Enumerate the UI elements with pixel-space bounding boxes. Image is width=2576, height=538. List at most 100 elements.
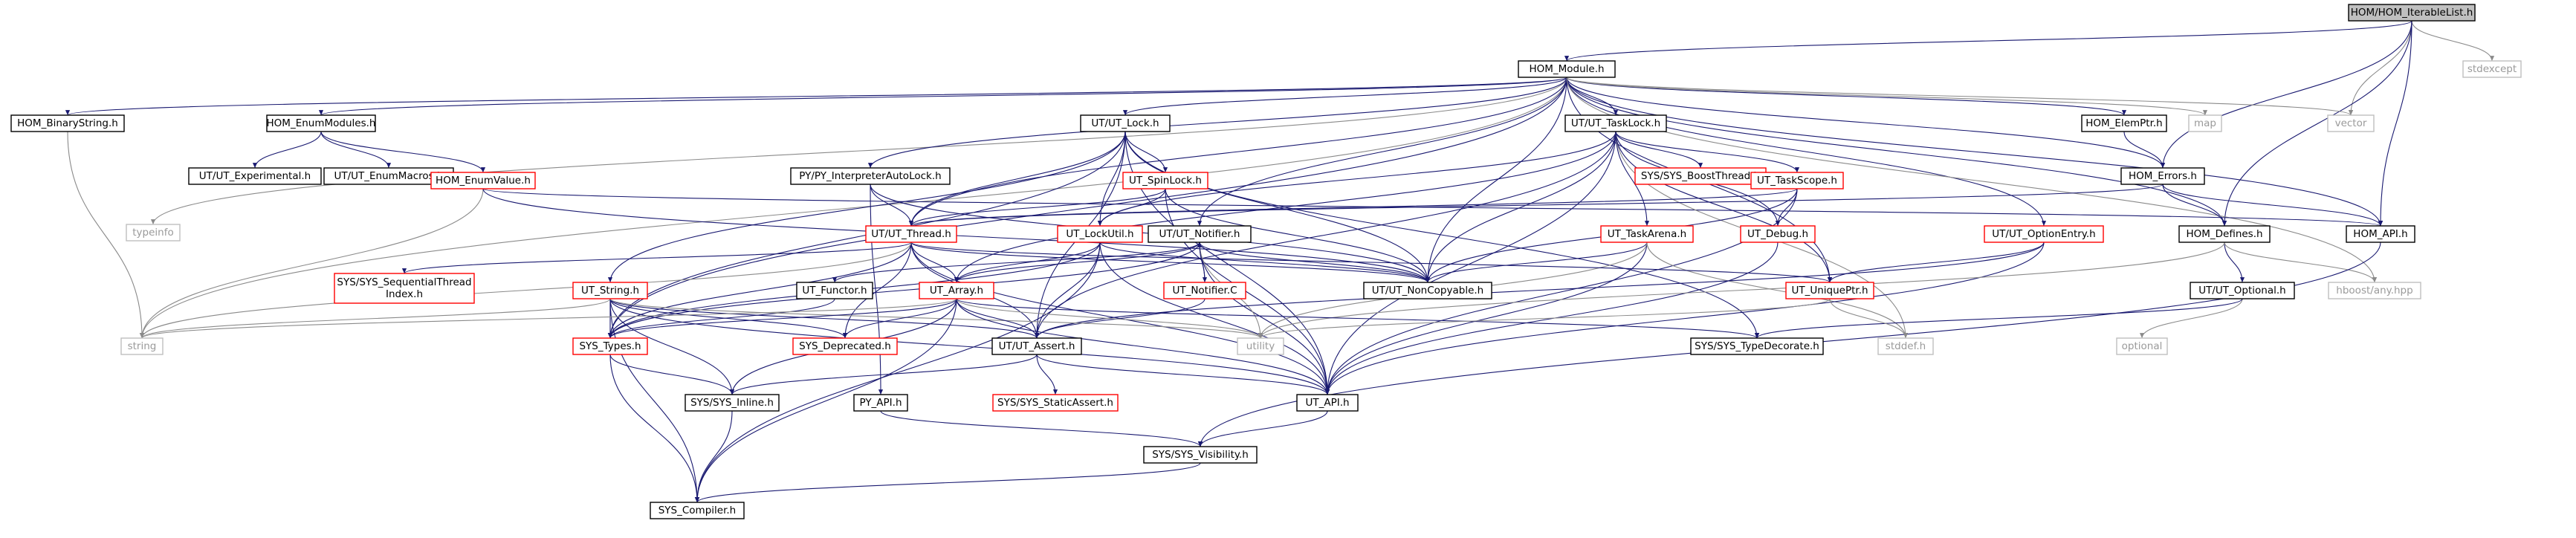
node-box [1750,172,1844,189]
node-label: HOM_BinaryString.h [17,117,118,129]
node-ut-spinlock[interactable]: UT_SpinLock.h [1122,172,1208,189]
node-ut-taskscope[interactable]: UT_TaskScope.h [1750,172,1844,189]
node-label: UT_String.h [581,285,639,296]
edge-arrow [1036,354,1058,395]
node-box [120,337,164,355]
node-sys-compiler[interactable]: SYS_Compiler.h [650,502,745,519]
edge-hom_enummodules-to-ut_experimental [252,131,322,169]
edge-hom_module-to-hom_api [1566,77,2384,227]
edge-root-to-vector [2348,20,2412,116]
node-ut-functor[interactable]: UT_Functor.h [796,282,873,299]
edge-arrow [320,131,486,173]
node-hom-api[interactable]: HOM_API.h [2346,225,2415,243]
edge-arrow [908,77,1567,227]
node-hom-defines[interactable]: HOM_Defines.h [2178,225,2271,243]
node-label: HOM_Errors.h [2129,170,2197,182]
node-ut-string[interactable]: UT_String.h [572,282,648,299]
node-hom-enumvalue[interactable]: HOM_EnumValue.h [430,172,536,189]
node-sys-deprecated[interactable]: SYS_Deprecated.h [792,337,898,355]
node-ut-array[interactable]: UT_Array.h [919,282,994,299]
edge-ut_tasklock-to-ut_taskscope [1615,131,1800,173]
edge-ut_optionentry-to-ut_assert [1035,242,2045,339]
node-ut-optional[interactable]: UT/UT_Optional.h [2190,282,2295,299]
edge-ut_array-to-ut_api [956,298,1330,395]
edge-hom_module-to-hom_elemptr [1566,77,2126,116]
edge-arrow [880,410,1203,447]
edge-ut_tasklock-to-ut_lockutil [1097,131,1617,227]
node-ut-lock[interactable]: UT/UT_Lock.h [1080,114,1171,132]
node-ut-notifier[interactable]: UT/UT_Notifier.h [1148,225,1252,243]
edge-ut_taskscope-to-ut_thread [909,188,1798,227]
node-hom-errors[interactable]: HOM_Errors.h [2120,167,2205,185]
edge-arrow [1258,298,1831,339]
edge-arrow [609,354,700,503]
edge-ut_notifier_c-to-ut_notifier [1197,242,1206,283]
node-ut-notifier-c[interactable]: UT_Notifier.C [1163,282,1246,299]
node-py-interp[interactable]: PY/PY_InterpreterAutoLock.h [790,167,951,185]
edge-hom_module-to-py_interp [868,77,1567,169]
node-sys-typedecorate[interactable]: SYS/SYS_TypeDecorate.h [1690,337,1824,355]
edge-arrow [608,298,957,339]
node-ut-taskarena[interactable]: UT_TaskArena.h [1600,225,1694,243]
edge-hom_module-to-hom_enummodules [319,77,1567,116]
node-sys-boostthread[interactable]: SYS/SYS_BoostThread.h [1634,167,1767,185]
edge-hom_defines-to-ut_optional [2224,242,2245,283]
node-hboost-any: hboost/any.hpp [2328,282,2421,299]
node-ut-experimental[interactable]: UT/UT_Experimental.h [188,167,322,185]
node-ut-tasklock[interactable]: UT/UT_TaskLock.h [1564,114,1667,132]
edge-sys_visibility-to-sys_compiler [695,462,1201,503]
edge-arrow [2221,20,2412,227]
node-sys-types[interactable]: SYS_Types.h [572,337,648,355]
node-label: HOM_EnumModules.h [267,117,376,129]
node-box [2178,225,2271,243]
node-py-api[interactable]: PY_API.h [853,394,908,412]
node-box [2190,282,2295,299]
edge-arrow [607,131,1126,283]
node-ut-uniqueptr[interactable]: UT_UniquePtr.h [1785,282,1874,299]
node-label: UT/UT_Optional.h [2198,285,2285,296]
edge-ut_assert-to-ut_api [1036,354,1330,395]
node-ut-noncopyable[interactable]: UT/UT_NonCopyable.h [1363,282,1492,299]
node-sys-visibility[interactable]: SYS/SYS_Visibility.h [1143,446,1258,464]
edge-arrow [1034,131,1617,339]
edge-arrow [832,242,1200,283]
edge-hom_elemptr-to-hom_errors [2123,131,2166,169]
node-ut-debug[interactable]: UT_Debug.h [1740,225,1816,243]
node-hom-module[interactable]: HOM_Module.h [1518,60,1616,78]
edge-arrow [870,184,884,395]
node-label: optional [2122,340,2163,352]
node-box [10,114,125,132]
node-label: UT_LockUtil.h [1066,228,1133,240]
node-hom-binarystring[interactable]: HOM_BinaryString.h [10,114,125,132]
node-ut-thread[interactable]: UT/UT_Thread.h [865,225,957,243]
node-ut-optionentry[interactable]: UT/UT_OptionEntry.h [1984,225,2104,243]
node-ut-lockutil[interactable]: UT_LockUtil.h [1057,225,1143,243]
node-root[interactable]: HOM/HOM_IterableList.h [2348,4,2476,22]
node-box [1143,446,1258,464]
edge-arrow [1566,77,2353,116]
node-box [992,394,1119,412]
edge-ut_string-to-ut_assert [609,298,1039,339]
node-ut-assert[interactable]: UT/UT_Assert.h [991,337,1082,355]
node-ut-api[interactable]: UT_API.h [1296,394,1359,412]
edge-ut_notifier-to-ut_functor [832,242,1200,283]
edge-arrow [607,298,835,339]
node-label: UT/UT_Experimental.h [199,170,311,182]
edge-ut_string-to-string [140,298,611,339]
node-box [796,282,873,299]
edge-ut_thread-to-sys_seqthread [402,242,912,274]
edge-arrow [956,298,1040,339]
edge-hom_errors-to-hom_api [2162,184,2384,227]
edge-ut_thread-to-sys_deprecated [842,242,912,339]
node-sys-staticassert[interactable]: SYS/SYS_StaticAssert.h [992,394,1119,412]
edge-arrow [140,298,957,339]
edge-ut_assert-to-sys_staticassert [1036,354,1058,395]
edge-hom_errors-to-ut_thread [909,184,2164,227]
node-hom-enummodules[interactable]: HOM_EnumModules.h [266,114,376,132]
edge-arrow [1324,242,1648,395]
node-ut-enummacros[interactable]: UT/UT_EnumMacros.h [323,167,454,185]
edge-arrow [910,242,1832,283]
node-hom-elemptr[interactable]: HOM_ElemPtr.h [2081,114,2167,132]
node-sys-inline[interactable]: SYS/SYS_Inline.h [685,394,780,412]
